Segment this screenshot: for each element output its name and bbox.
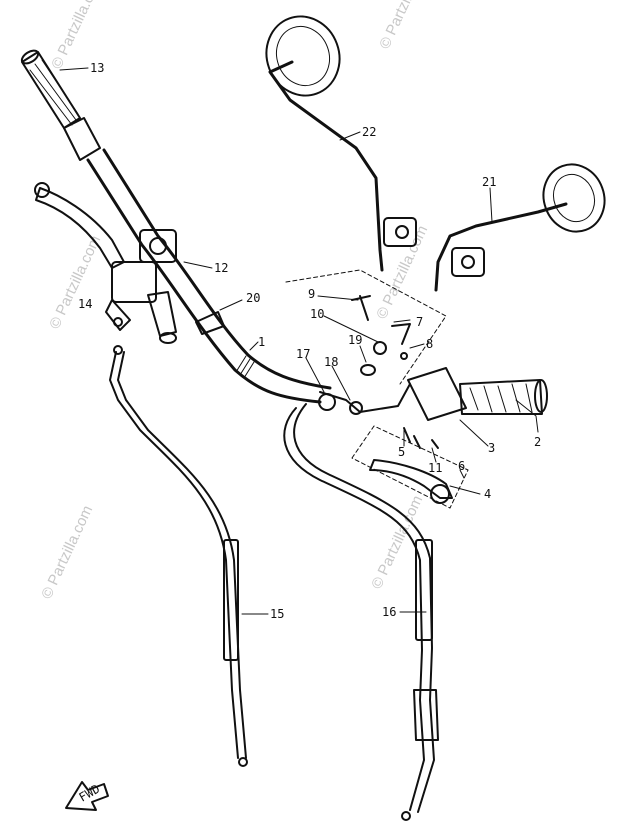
forward-arrow-icon: FWD — [65, 781, 109, 811]
callout-12: 12 — [214, 261, 228, 275]
right-cable — [283, 403, 439, 821]
callout-9: 9 — [308, 287, 315, 301]
watermark: © Partzilla.com — [46, 233, 104, 332]
callout-19: 19 — [348, 333, 362, 347]
handlebar — [86, 148, 332, 404]
cable-clamp — [195, 311, 225, 335]
callout-4: 4 — [484, 487, 491, 501]
callout-2: 2 — [534, 435, 541, 449]
callout-3: 3 — [488, 441, 495, 455]
leader-lines — [59, 67, 539, 615]
callout-1: 1 — [258, 335, 265, 349]
callout-7: 7 — [416, 315, 423, 329]
callout-20: 20 — [246, 291, 260, 305]
mirror-right — [434, 163, 606, 292]
callout-22: 22 — [362, 125, 376, 139]
callout-17: 17 — [296, 347, 310, 361]
left-grip — [20, 49, 101, 161]
right-lever-assembly — [285, 269, 469, 509]
callout-6: 6 — [458, 459, 465, 473]
left-lever-assembly — [34, 182, 177, 344]
callout-21: 21 — [482, 175, 496, 189]
callout-5: 5 — [398, 445, 405, 459]
clutch-cable — [109, 345, 248, 767]
callout-14: 14 — [78, 297, 92, 311]
callout-15: 15 — [270, 607, 284, 621]
callout-labels: 13 22 21 12 20 1 9 10 7 8 19 17 18 3 2 5… — [78, 61, 541, 621]
callout-10: 10 — [310, 307, 324, 321]
right-throttle-grip — [318, 367, 548, 421]
mirror-left — [265, 15, 417, 272]
callout-8: 8 — [426, 337, 433, 351]
watermarks: © Partzilla.com © Partzilla.com © Partzi… — [38, 0, 434, 602]
callout-18: 18 — [324, 355, 338, 369]
watermark: © Partzilla.com — [376, 0, 434, 52]
callout-16: 16 — [382, 605, 396, 619]
callout-13: 13 — [90, 61, 104, 75]
callout-11: 11 — [428, 461, 442, 475]
watermark: © Partzilla.com — [38, 503, 96, 602]
